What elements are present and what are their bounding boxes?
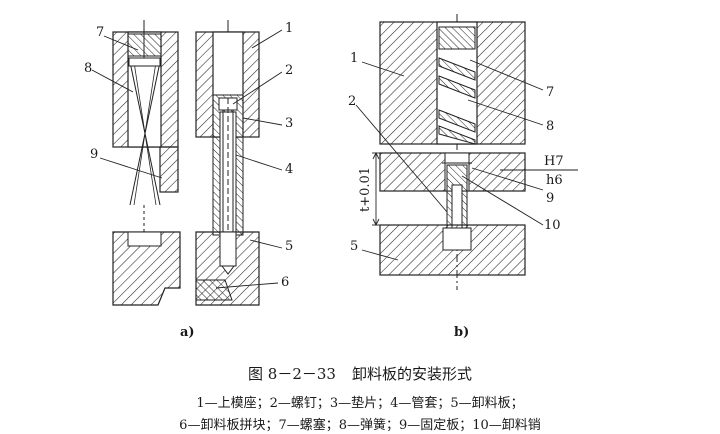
panel-b: t+0.01 H7 h6 1 2 7 8 9 10 5 b): [348, 14, 578, 340]
callout-a-9: 9: [90, 147, 98, 162]
callout-b-2: 2: [348, 94, 356, 109]
callout-b-1: 1: [350, 51, 358, 66]
dimension-t: [372, 151, 380, 227]
callout-a-5: 5: [285, 239, 293, 254]
plug-screw: [127, 20, 162, 58]
spring-b: [438, 57, 476, 145]
figure-caption-title: 图 8－2－33 卸料板的安装形式: [0, 363, 720, 384]
legend-line-2: 6—卸料板拼块；7—螺塞；8—弹簧；9—固定板；10—卸料销: [179, 418, 541, 433]
figure-canvas: 7 8 9 1 2 3 4 5 6 a): [84, 14, 578, 340]
fixed-plate-left: [159, 146, 179, 193]
callout-b-7: 7: [546, 85, 554, 100]
stripper-insert: [195, 279, 233, 301]
callout-a-8: 8: [84, 61, 92, 76]
callout-a-3: 3: [285, 116, 293, 131]
panel-a: 7 8 9 1 2 3 4 5 6 a): [84, 20, 293, 340]
callout-a-7: 7: [96, 25, 104, 40]
panel-label-a: a): [180, 325, 195, 340]
callout-b-8: 8: [546, 119, 554, 134]
callout-a-6: 6: [281, 275, 289, 290]
callout-b-10: 10: [544, 218, 561, 233]
stripper-plate-left: [112, 205, 181, 306]
legend-line-1: 1—上模座；2—螺钉；3—垫片；4—管套；5—卸料板；: [196, 396, 524, 411]
spring: [128, 57, 161, 206]
fit-bottom: h6: [546, 173, 563, 188]
stripper-plate-b: [379, 224, 526, 276]
callouts-b: [355, 59, 544, 261]
figure-number: 图 8－2－33: [248, 365, 336, 383]
figure-title: 卸料板的安装形式: [351, 365, 472, 383]
callout-b-5: 5: [350, 239, 358, 254]
stripper-pin-b: [442, 162, 472, 234]
callouts-a: [91, 29, 283, 289]
panel-label-b: b): [454, 325, 469, 340]
callout-a-2: 2: [285, 63, 293, 78]
callout-a-1: 1: [285, 21, 293, 36]
callout-a-4: 4: [285, 162, 293, 177]
callout-b-9: 9: [546, 191, 554, 206]
plug-screw-b: [438, 26, 476, 50]
dimension-label: t+0.01: [358, 167, 373, 212]
fit-top: H7: [544, 154, 564, 169]
